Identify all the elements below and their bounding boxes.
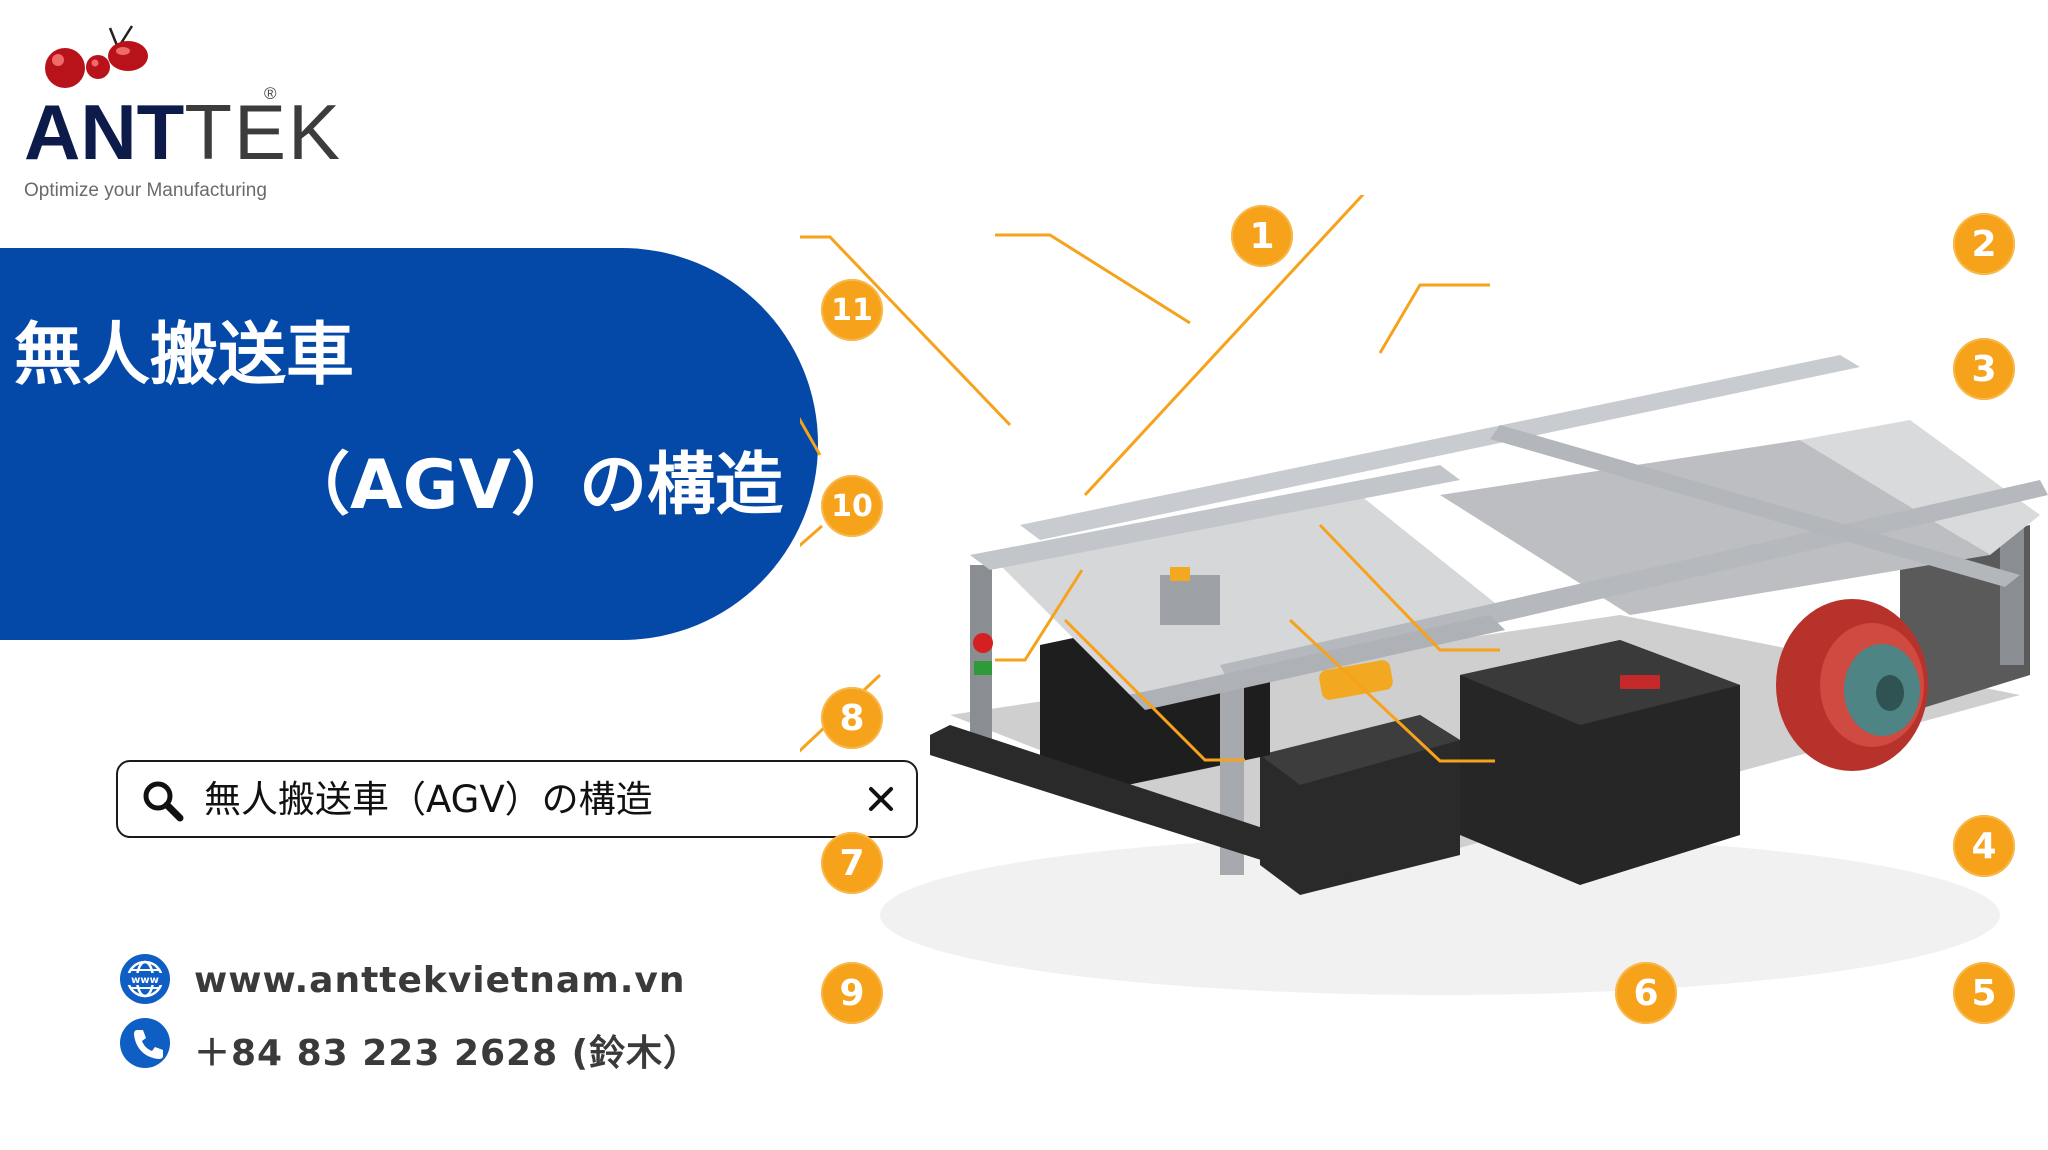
title-banner — [0, 248, 818, 640]
callout-10: 10 — [821, 475, 883, 537]
callout-3: 3 — [1953, 338, 2015, 400]
page-title-line2: （AGV）の構造 — [282, 446, 784, 525]
website-link[interactable]: www.anttekvietnam.vn — [194, 960, 686, 1001]
emergency-stop — [973, 633, 993, 653]
anttek-logo: ANTTEK ® Optimize your Manufacturing — [10, 20, 340, 201]
close-icon[interactable] — [866, 784, 896, 818]
callout-4: 4 — [1953, 815, 2015, 877]
callout-8: 8 — [821, 687, 883, 749]
globe-icon: www — [118, 952, 172, 1010]
callout-6: 6 — [1615, 962, 1677, 1024]
drive-wheel — [1776, 599, 1928, 771]
phone-number[interactable]: ＋84 83 223 2628 (鈴木） — [194, 1033, 701, 1074]
battery-pack — [1260, 640, 1740, 895]
search-box[interactable]: 無人搬送車（AGV）の構造 — [116, 760, 918, 838]
logo-brand-ant: ANT — [24, 88, 185, 176]
search-icon[interactable] — [140, 778, 186, 828]
page-title-line1: 無人搬送車 — [14, 316, 355, 395]
registered-mark: ® — [264, 84, 277, 103]
callout-11: 11 — [821, 279, 883, 341]
bumper — [930, 725, 1360, 885]
callout-7: 7 — [821, 832, 883, 894]
svg-text:www: www — [131, 975, 159, 986]
callout-2: 2 — [1953, 213, 2015, 275]
callout-1: 1 — [1231, 205, 1293, 267]
logo-brand-tek: TEK — [184, 88, 343, 176]
callout-5: 5 — [1953, 962, 2015, 1024]
agv-diagram — [800, 195, 2048, 995]
logo-wordmark: ANTTEK — [24, 93, 342, 171]
phone-icon — [118, 1016, 172, 1074]
search-input[interactable]: 無人搬送車（AGV）の構造 — [204, 778, 653, 821]
logo-tagline: Optimize your Manufacturing — [24, 180, 267, 201]
ant-head-icon — [45, 25, 148, 88]
callout-9: 9 — [821, 962, 883, 1024]
